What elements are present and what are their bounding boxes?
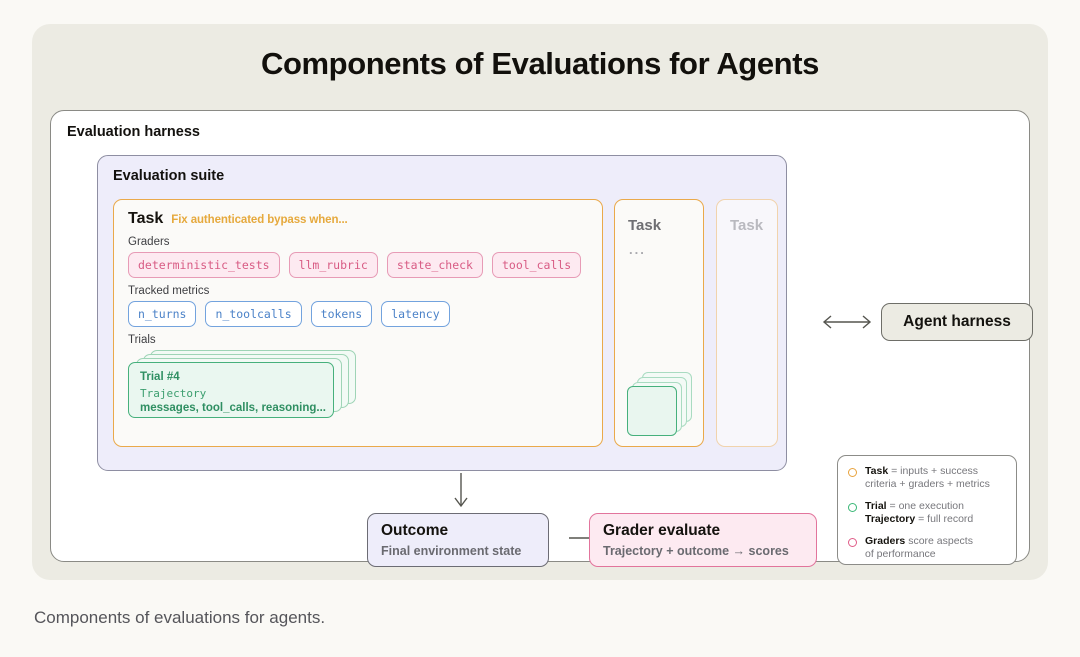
task-ellipsis: ... (629, 242, 646, 257)
trial-trajectory-label: Trajectory (140, 387, 207, 400)
legend-desc-2: = full record (915, 513, 974, 525)
task-header: Task Fix authenticated bypass when... (128, 210, 348, 228)
metric-chip[interactable]: latency (381, 301, 450, 327)
legend-dot-graders-icon (848, 538, 857, 547)
evaluation-harness-label: Evaluation harness (67, 124, 200, 140)
trial-card-front[interactable]: Trial #4 Trajectory messages, tool_calls… (128, 362, 334, 418)
task-title: Task (730, 217, 764, 234)
evaluation-suite-panel: Evaluation suite Task Fix authenticated … (97, 155, 787, 471)
metrics-chip-row: n_turns n_toolcalls tokens latency (128, 301, 450, 327)
figure-caption: Components of evaluations for agents. (34, 608, 326, 627)
grader-chip[interactable]: llm_rubric (288, 252, 378, 278)
task-title: Task (128, 210, 164, 227)
grader-chip[interactable]: state_check (386, 252, 483, 278)
legend-term: Task (865, 465, 889, 477)
trial-title: Trial #4 (140, 371, 180, 383)
legend-term: Trial (865, 500, 887, 512)
figure-card: Components of Evaluations for Agents Eva… (32, 24, 1048, 580)
legend-desc: score aspects (905, 535, 973, 547)
trial-trajectory-detail: messages, tool_calls, reasoning... (140, 402, 326, 414)
task-card-main[interactable]: Task Fix authenticated bypass when... Gr… (113, 199, 603, 447)
task-card-second[interactable]: Task ... (614, 199, 704, 447)
grader-chip[interactable]: tool_calls (491, 252, 582, 278)
grader-evaluate-box[interactable]: Grader evaluate Trajectory + outcome → s… (589, 513, 817, 567)
metric-chip[interactable]: n_toolcalls (205, 301, 302, 327)
task-card-third[interactable]: Task (716, 199, 778, 447)
legend-dot-trial-icon (848, 503, 857, 512)
trials-section-label: Trials (128, 334, 156, 346)
outcome-box[interactable]: Outcome Final environment state (367, 513, 549, 567)
legend-desc-2: criteria + graders + metrics (865, 478, 990, 490)
metric-chip[interactable]: n_turns (128, 301, 197, 327)
outcome-subtitle: Final environment state (381, 544, 522, 558)
metric-chip[interactable]: tokens (310, 301, 373, 327)
trial-stack-mini (627, 372, 693, 436)
outcome-title: Outcome (381, 522, 449, 539)
graders-section-label: Graders (128, 236, 170, 248)
grader-chip[interactable]: deterministic_tests (128, 252, 280, 278)
task-title: Task (628, 217, 662, 234)
grader-evaluate-title: Grader evaluate (603, 522, 721, 539)
legend-desc: = inputs + success (888, 465, 979, 477)
evaluation-suite-label: Evaluation suite (113, 168, 225, 184)
down-arrow-icon (454, 473, 468, 508)
legend-term-2: Trajectory (865, 513, 916, 525)
grader-evaluate-subtitle: Trajectory + outcome → scores (603, 544, 789, 558)
evaluation-harness-panel: Evaluation harness Evaluation suite Task… (50, 110, 1033, 567)
trial-card-front[interactable] (627, 386, 677, 436)
bidirectional-arrow-icon (822, 315, 872, 329)
metrics-section-label: Tracked metrics (128, 285, 210, 297)
trial-stack: Trial #4 Trajectory messages, tool_calls… (128, 350, 358, 418)
page-title: Components of Evaluations for Agents (261, 46, 819, 81)
graders-chip-row: deterministic_tests llm_rubric state_che… (128, 252, 582, 278)
task-subtitle: Fix authenticated bypass when... (171, 214, 348, 226)
legend-desc-2: of performance (865, 548, 936, 560)
legend-desc: = one execution (886, 500, 964, 512)
legend-term: Graders (865, 535, 906, 547)
legend-dot-task-icon (848, 468, 857, 477)
agent-harness-box[interactable]: Agent harness (881, 303, 1033, 341)
